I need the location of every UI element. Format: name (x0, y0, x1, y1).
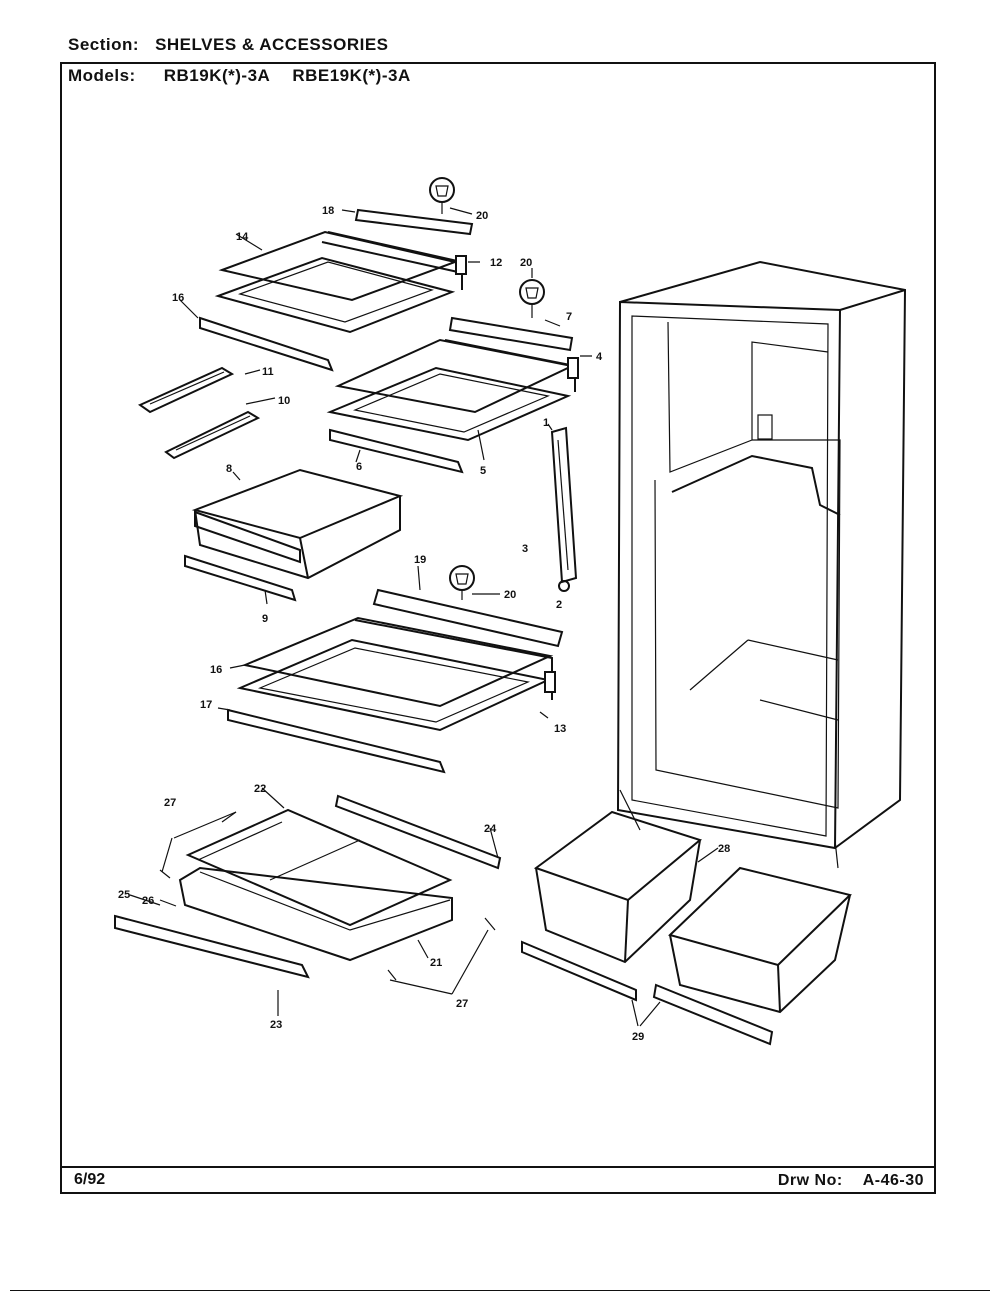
callout-18: 18 (322, 205, 334, 217)
crisper-pans (521, 810, 852, 1046)
callout-5: 5 (480, 465, 486, 477)
callout-23: 23 (270, 1019, 282, 1031)
callout-27b: 27 (456, 998, 468, 1010)
callout-27a: 27 (164, 797, 176, 809)
callout-labels: 18 20 14 12 20 16 7 4 11 10 1 6 5 8 3 19… (118, 205, 730, 1043)
callout-22: 22 (254, 783, 266, 795)
callout-leaders (129, 207, 719, 1027)
callout-9: 9 (262, 613, 268, 625)
callout-4: 4 (596, 351, 603, 363)
revision-date: 6/92 (74, 1171, 106, 1188)
footer-divider (60, 1166, 936, 1168)
callout-29: 29 (632, 1031, 644, 1043)
callout-20a: 20 (476, 210, 488, 222)
callout-11: 11 (262, 366, 274, 378)
callout-20b: 20 (520, 257, 532, 269)
models-label: Models: (68, 66, 136, 85)
shelf-ladder-rail (550, 426, 578, 592)
middle-shelf-assembly (326, 279, 579, 474)
callout-25: 25 (118, 889, 130, 901)
crisper-cover-assembly (114, 794, 502, 981)
meat-keeper-drawer (184, 468, 404, 602)
section-header: Section: SHELVES & ACCESSORIES (68, 35, 389, 55)
callout-6: 6 (356, 461, 362, 473)
callout-10: 10 (278, 395, 290, 407)
callout-16b: 16 (210, 664, 222, 676)
callout-12: 12 (490, 257, 502, 269)
section-label: Section: (68, 35, 140, 54)
page-bottom-rule (10, 1290, 990, 1291)
callout-2: 2 (556, 599, 562, 611)
model-1: RB19K(*)-3A (163, 66, 271, 85)
lower-glass-shelf-assembly (227, 565, 564, 774)
callout-19: 19 (414, 554, 426, 566)
shelf-support-brackets (137, 366, 261, 460)
callout-26: 26 (142, 895, 154, 907)
callout-8: 8 (226, 463, 232, 475)
callout-7: 7 (566, 311, 572, 323)
section-value: SHELVES & ACCESSORIES (155, 35, 389, 54)
callout-24: 24 (484, 823, 497, 835)
callout-20c: 20 (504, 589, 516, 601)
callout-16: 16 (172, 292, 184, 304)
drawing-number-value: A-46-30 (862, 1172, 924, 1189)
callout-28: 28 (718, 843, 730, 855)
drawing-number-label: Drw No: (777, 1172, 843, 1189)
callout-1: 1 (543, 417, 549, 429)
callout-14: 14 (236, 231, 249, 243)
callout-17: 17 (200, 699, 212, 711)
model-2: RBE19K(*)-3A (292, 66, 411, 85)
top-shelf-assembly (199, 177, 474, 372)
callout-3: 3 (522, 543, 528, 555)
refrigerator-cabinet (616, 260, 907, 869)
models-header: Models: RB19K(*)-3A RBE19K(*)-3A (68, 66, 411, 86)
callout-13: 13 (554, 723, 566, 735)
diagram-frame (60, 62, 936, 1194)
callout-21: 21 (430, 957, 442, 969)
drawing-number: Drw No: A-46-30 (778, 1172, 924, 1190)
